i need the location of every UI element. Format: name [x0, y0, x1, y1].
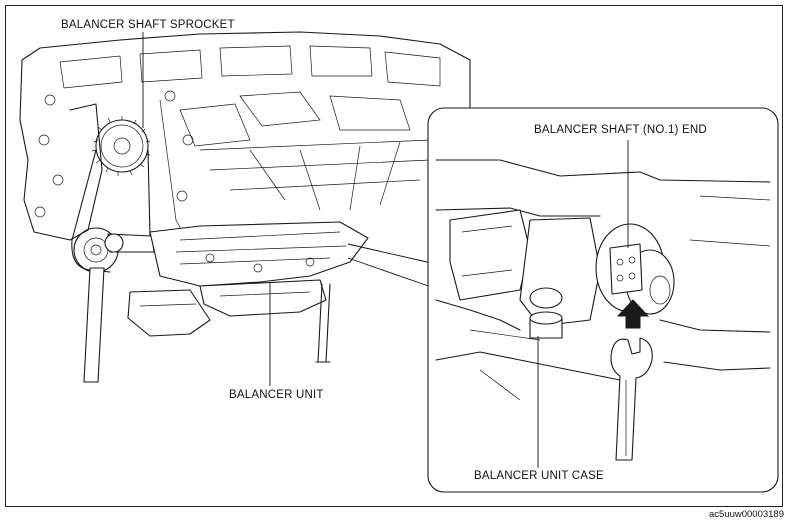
- figure-code: ac5uuw00003189: [708, 509, 784, 520]
- engine-block-drawing: [19, 31, 471, 383]
- label-balancer-shaft-end: BALANCER SHAFT (NO.1) END: [533, 124, 708, 137]
- inset-frame: [427, 107, 779, 493]
- label-balancer-shaft-sprocket: BALANCER SHAFT SPROCKET: [60, 19, 236, 32]
- label-balancer-unit-case: BALANCER UNIT CASE: [473, 470, 605, 483]
- inset-detail-drawing: [427, 107, 779, 493]
- label-balancer-unit: BALANCER UNIT: [228, 389, 325, 402]
